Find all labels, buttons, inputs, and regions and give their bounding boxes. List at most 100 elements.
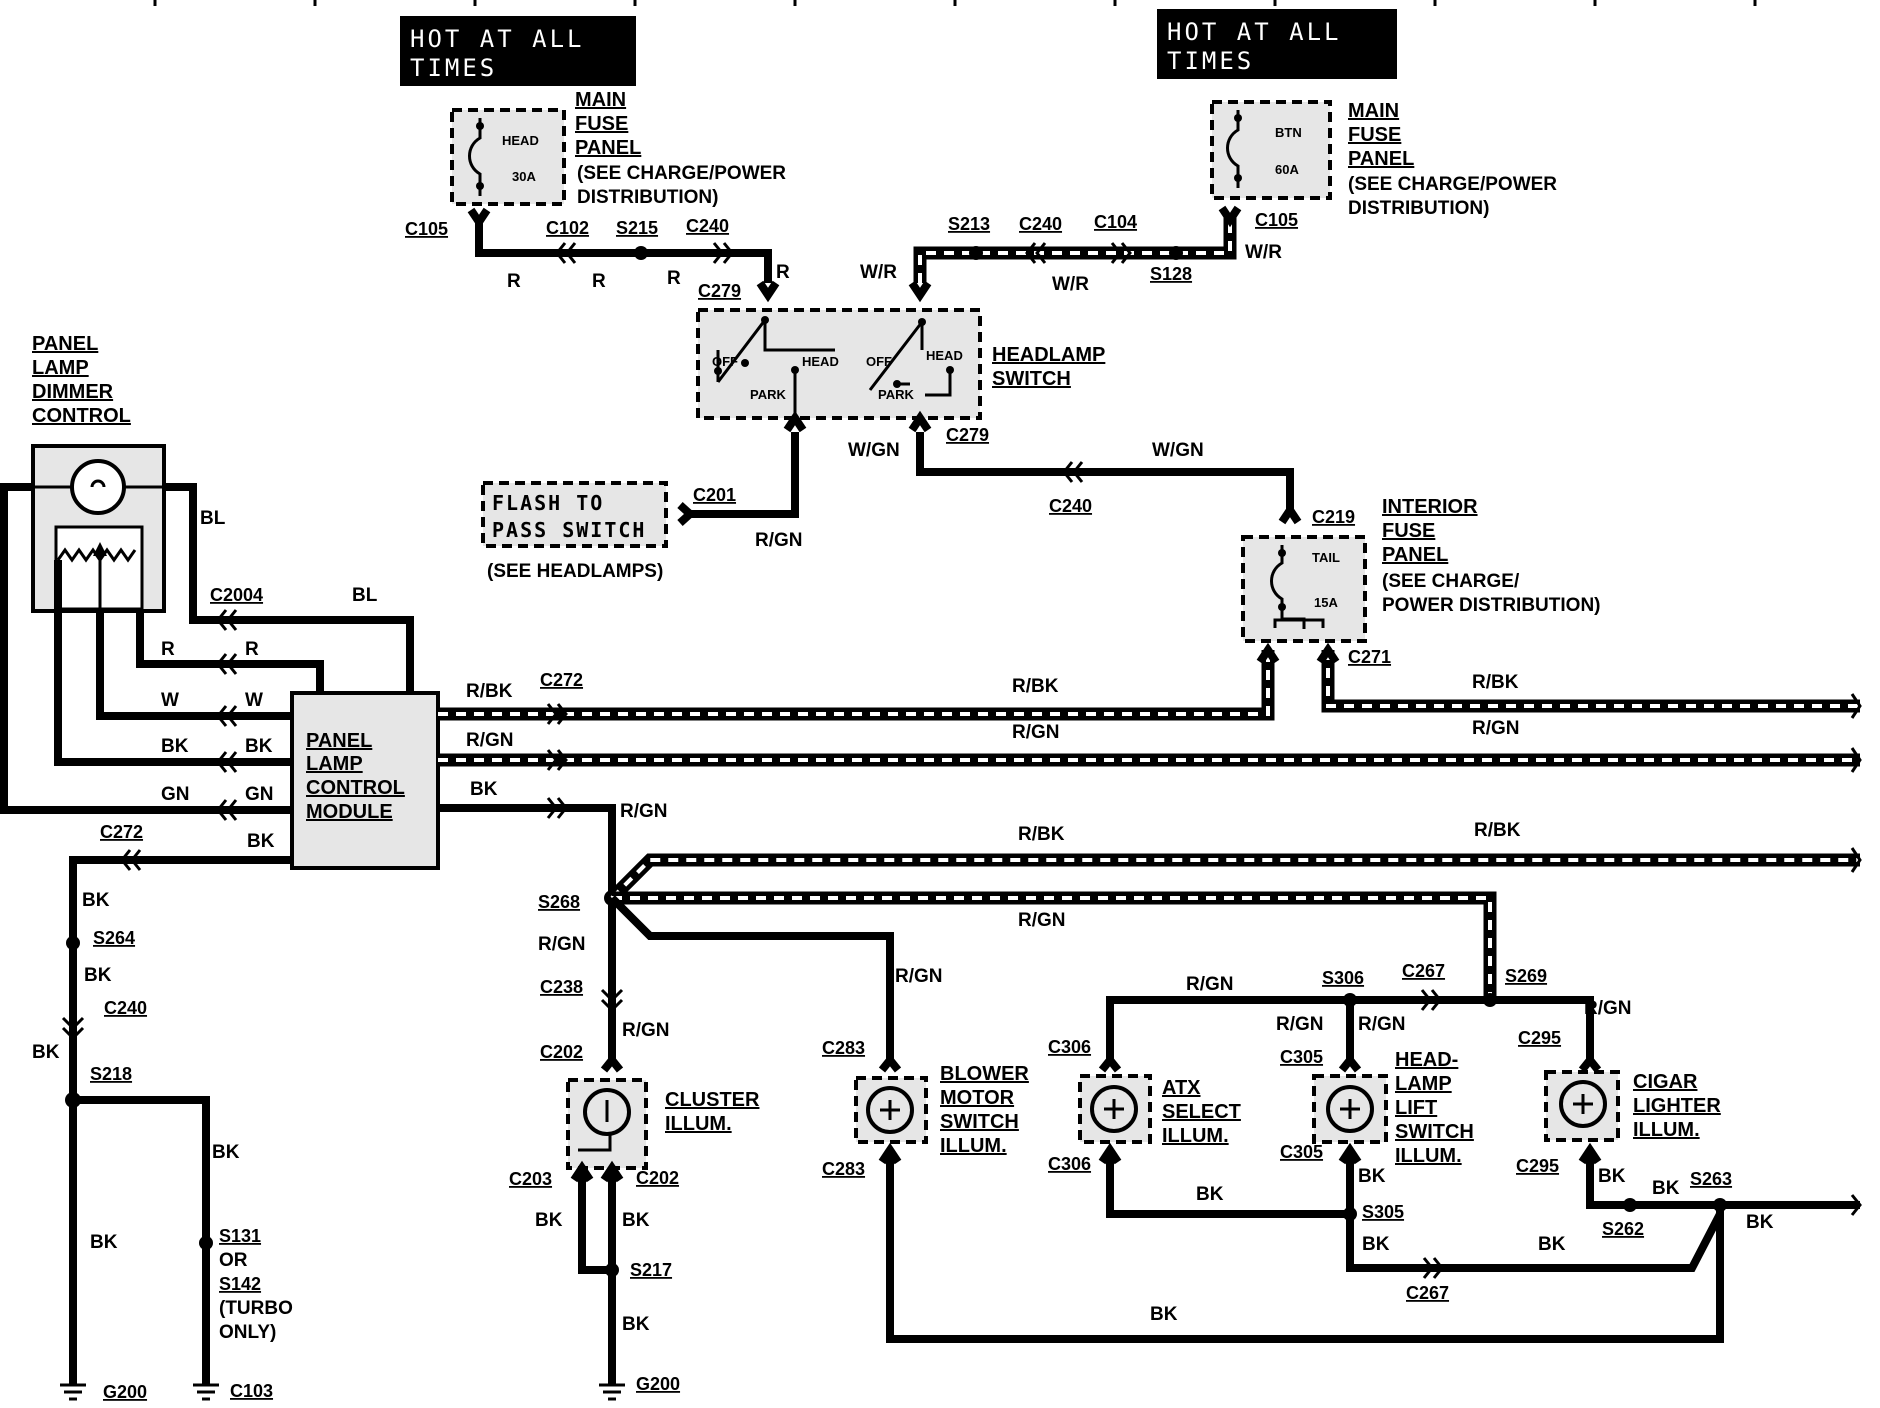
- svg-text:FLASH TO: FLASH TO: [492, 491, 604, 515]
- svg-text:ILLUM.: ILLUM.: [1162, 1125, 1229, 1147]
- svg-text:R/GN: R/GN: [1472, 718, 1520, 739]
- svg-text:BK: BK: [247, 831, 275, 852]
- svg-text:BK: BK: [622, 1210, 650, 1231]
- svg-text:POWER DISTRIBUTION): POWER DISTRIBUTION): [1382, 595, 1601, 616]
- svg-text:BK: BK: [1358, 1166, 1386, 1187]
- svg-text:PANEL: PANEL: [1382, 544, 1448, 566]
- svg-text:ATX: ATX: [1162, 1077, 1201, 1099]
- svg-text:R/GN: R/GN: [622, 1020, 670, 1041]
- svg-text:R/BK: R/BK: [1474, 820, 1521, 841]
- svg-text:G200: G200: [636, 1374, 680, 1394]
- svg-text:C306: C306: [1048, 1154, 1091, 1174]
- svg-text:HOT AT ALL: HOT AT ALL: [410, 25, 585, 53]
- svg-text:PARK: PARK: [750, 387, 786, 402]
- svg-text:(SEE CHARGE/POWER: (SEE CHARGE/POWER: [1348, 174, 1557, 195]
- svg-text:BL: BL: [200, 508, 226, 529]
- svg-text:S215: S215: [616, 218, 658, 238]
- main-fuse-panel-right: BTN 60A MAIN FUSE PANEL (SEE CHARGE/POWE…: [1210, 100, 1557, 219]
- svg-text:30A: 30A: [512, 169, 536, 184]
- svg-text:LAMP: LAMP: [1395, 1073, 1452, 1095]
- svg-text:BK: BK: [1150, 1304, 1178, 1325]
- svg-text:CONTROL: CONTROL: [32, 405, 131, 427]
- svg-text:S213: S213: [948, 214, 990, 234]
- svg-text:60A: 60A: [1275, 162, 1299, 177]
- svg-text:C306: C306: [1048, 1037, 1091, 1057]
- svg-text:R/BK: R/BK: [1472, 672, 1519, 693]
- svg-text:S218: S218: [90, 1064, 132, 1084]
- wire-color-labels: R R R R W/R W/R W/R W/GN W/GN R/GN BL BL…: [32, 242, 1774, 1335]
- svg-text:(SEE CHARGE/POWER: (SEE CHARGE/POWER: [577, 163, 786, 184]
- svg-text:C219: C219: [1312, 507, 1355, 527]
- svg-text:HEADLAMP: HEADLAMP: [992, 344, 1105, 366]
- svg-text:BTN: BTN: [1275, 125, 1302, 140]
- svg-text:BK: BK: [161, 736, 189, 757]
- top-ruler: [153, 0, 1757, 6]
- svg-text:S262: S262: [1602, 1219, 1644, 1239]
- svg-text:BL: BL: [352, 585, 378, 606]
- svg-text:R/BK: R/BK: [466, 681, 513, 702]
- svg-text:R: R: [667, 268, 681, 289]
- svg-text:TIMES: TIMES: [1167, 47, 1254, 75]
- svg-text:PASS SWITCH: PASS SWITCH: [492, 518, 646, 542]
- svg-text:W: W: [161, 690, 179, 711]
- svg-text:OFF: OFF: [866, 354, 892, 369]
- svg-text:C2004: C2004: [210, 585, 263, 605]
- lamp-feed-row: [1106, 989, 1594, 1060]
- svg-text:R: R: [776, 262, 790, 283]
- svg-text:PANEL: PANEL: [306, 730, 372, 752]
- svg-text:MAIN: MAIN: [575, 89, 626, 111]
- svg-text:BK: BK: [82, 890, 110, 911]
- hot-banner-right: HOT AT ALL TIMES: [1157, 9, 1397, 79]
- svg-text:SWITCH: SWITCH: [940, 1111, 1019, 1133]
- svg-text:TIMES: TIMES: [410, 54, 497, 82]
- svg-text:FUSE: FUSE: [575, 113, 628, 135]
- svg-text:FUSE: FUSE: [1348, 124, 1401, 146]
- svg-text:(SEE HEADLAMPS): (SEE HEADLAMPS): [487, 561, 663, 582]
- svg-text:C201: C201: [693, 485, 736, 505]
- svg-text:C105: C105: [1255, 210, 1298, 230]
- svg-text:ILLUM.: ILLUM.: [1633, 1119, 1700, 1141]
- svg-text:BK: BK: [1652, 1178, 1680, 1199]
- svg-text:(SEE CHARGE/: (SEE CHARGE/: [1382, 571, 1520, 592]
- svg-text:MODULE: MODULE: [306, 801, 393, 823]
- svg-text:BK: BK: [1538, 1234, 1566, 1255]
- svg-text:C283: C283: [822, 1159, 865, 1179]
- svg-text:BK: BK: [32, 1042, 60, 1063]
- svg-text:LAMP: LAMP: [32, 357, 89, 379]
- svg-text:C103: C103: [230, 1381, 273, 1401]
- svg-text:R/BK: R/BK: [1012, 676, 1059, 697]
- panel-lamp-control-module: PANEL LAMP CONTROL MODULE: [290, 691, 440, 870]
- svg-text:S268: S268: [538, 892, 580, 912]
- svg-text:C267: C267: [1406, 1283, 1449, 1303]
- svg-text:C240: C240: [1019, 214, 1062, 234]
- svg-text:CONTROL: CONTROL: [306, 777, 405, 799]
- svg-text:R/GN: R/GN: [538, 934, 586, 955]
- svg-text:C271: C271: [1348, 647, 1391, 667]
- hot-banner-left: HOT AT ALL TIMES: [400, 16, 636, 86]
- svg-text:HEAD: HEAD: [802, 354, 839, 369]
- lamp-cigar: CIGAR LIGHTER ILLUM.: [1544, 1053, 1862, 1216]
- interior-fuse-panel: TAIL 15A INTERIOR FUSE PANEL (SEE CHARGE…: [1241, 496, 1601, 643]
- svg-text:ONLY): ONLY): [219, 1322, 276, 1343]
- left-ground-path: [61, 930, 213, 1385]
- svg-text:C102: C102: [546, 218, 589, 238]
- ground-g200-center: [599, 1383, 625, 1401]
- ground-g200-left: [60, 1383, 86, 1401]
- svg-text:R/GN: R/GN: [1012, 722, 1060, 743]
- lamp-cluster: CLUSTER ILLUM.: [566, 1053, 760, 1385]
- flash-to-pass-switch: FLASH TO PASS SWITCH (SEE HEADLAMPS): [481, 410, 807, 582]
- svg-text:S263: S263: [1690, 1169, 1732, 1189]
- svg-text:GN: GN: [161, 784, 190, 805]
- svg-text:C295: C295: [1516, 1156, 1559, 1176]
- svg-text:R/GN: R/GN: [1186, 974, 1234, 995]
- s268-branches: [600, 847, 1862, 1060]
- svg-text:HOT AT ALL: HOT AT ALL: [1167, 18, 1342, 46]
- svg-text:C203: C203: [509, 1169, 552, 1189]
- svg-text:PANEL: PANEL: [575, 137, 641, 159]
- svg-text:R/GN: R/GN: [1358, 1014, 1406, 1035]
- svg-text:BK: BK: [1196, 1184, 1224, 1205]
- svg-text:BK: BK: [212, 1142, 240, 1163]
- svg-text:CIGAR: CIGAR: [1633, 1071, 1698, 1093]
- svg-text:S305: S305: [1362, 1202, 1404, 1222]
- ground-c103: [193, 1383, 219, 1401]
